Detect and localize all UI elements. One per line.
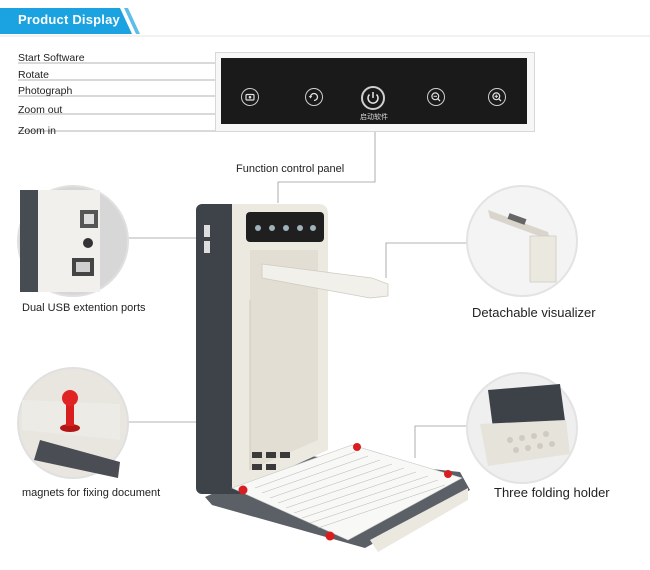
banner-title: Product Display [18,12,120,27]
label-zoom-in: Zoom in [18,125,56,137]
zoom-out-icon[interactable] [427,88,445,106]
label-rotate: Rotate [18,69,49,81]
visualizer-device [196,204,470,552]
visualizer-detail-image [466,185,578,297]
callout-usb: Dual USB extention ports [22,302,146,314]
callout-magnets: magnets for fixing document [22,487,161,499]
label-start-software: Start Software [18,52,85,64]
label-photograph: Photograph [18,85,73,97]
banner-stripe [124,8,140,34]
rotate-icon[interactable] [305,88,323,106]
usb-detail-image [17,185,129,297]
callout-visualizer: Detachable visualizer [472,305,596,320]
start-software-cn-label: 启动软件 [360,114,388,121]
banner-bg [0,8,132,34]
label-zoom-out: Zoom out [18,104,63,116]
photograph-icon[interactable] [241,88,259,106]
panel-title: Function control panel [236,163,345,175]
power-icon[interactable] [361,86,385,110]
magnet-detail-image [17,367,129,479]
zoom-in-icon[interactable] [488,88,506,106]
holder-detail-image [466,372,578,484]
callout-holder: Three folding holder [494,485,610,500]
